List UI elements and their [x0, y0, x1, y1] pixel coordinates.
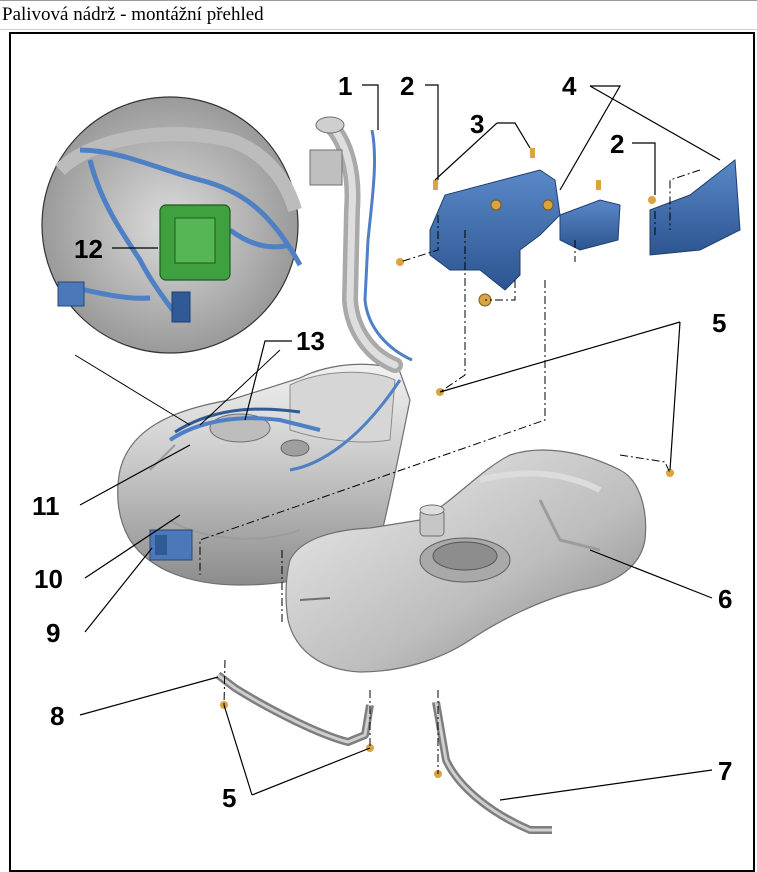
- callout-2: 2: [610, 129, 624, 159]
- callout-6: 6: [718, 584, 732, 614]
- assembly-lines: [199, 169, 701, 774]
- callout-7: 7: [718, 756, 732, 786]
- heat-shields: [429, 159, 741, 291]
- callout-12: 12: [74, 234, 103, 264]
- callout-11: 11: [32, 491, 60, 521]
- callout-8: 8: [50, 701, 64, 731]
- module-9: [149, 529, 193, 561]
- callout-13: 13: [296, 326, 325, 356]
- callout-4: 4: [562, 71, 577, 101]
- callout-9: 9: [46, 618, 60, 648]
- callout-3: 3: [470, 109, 484, 139]
- window-title: Palivová nádrž - montážní přehled: [2, 4, 264, 25]
- detail-zoom-circle: [41, 96, 303, 426]
- callout-10: 10: [34, 564, 63, 594]
- callout-labels: 1 2 2 3 4 5 5 6 7 8 9 10 11 12 13: [32, 71, 732, 813]
- callout-1: 1: [338, 71, 352, 101]
- right-tank-section: [285, 449, 647, 673]
- filler-pipe: [309, 116, 413, 373]
- callout-2: 2: [400, 71, 414, 101]
- leader-lines: [79, 84, 721, 801]
- callout-5: 5: [712, 308, 726, 338]
- tank-hoses: [168, 379, 402, 472]
- title-bar: Palivová nádrž - montážní přehled: [0, 0, 757, 30]
- fasteners: [220, 148, 674, 778]
- callout-5: 5: [222, 783, 236, 813]
- tank-straps: [215, 671, 552, 834]
